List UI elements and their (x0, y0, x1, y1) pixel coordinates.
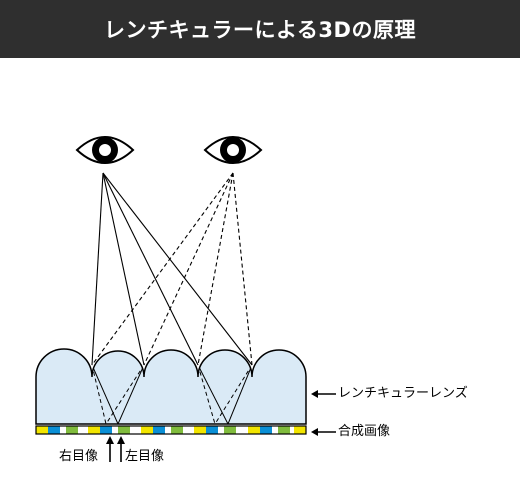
inner-rays (91, 364, 253, 424)
right-eye-rays (91, 172, 253, 366)
arrow-left-icon (311, 390, 336, 398)
title-bar: レンチキュラーによる3Dの原理 (0, 0, 520, 58)
lens-label: レンチキュラーレンズ (338, 386, 468, 401)
right-eye-image-label: 右目像 (59, 449, 99, 464)
lenticular-diagram: レンチキュラーレンズ 合成画像 右目像 左目像 (0, 58, 520, 498)
arrow-left-icon (311, 428, 336, 436)
composite-image-strip (35, 425, 307, 435)
page-title: レンチキュラーによる3Dの原理 (104, 18, 416, 42)
arrow-up-icon (117, 436, 125, 462)
left-eye-image-label: 左目像 (125, 449, 165, 464)
left-eye-icon (75, 136, 135, 164)
right-eye-icon (203, 136, 263, 164)
arrow-up-icon (106, 436, 114, 462)
lenticular-lens (35, 348, 307, 425)
diagram-canvas (35, 136, 336, 462)
left-eye-rays (91, 172, 253, 366)
composite-image-label: 合成画像 (338, 424, 391, 439)
